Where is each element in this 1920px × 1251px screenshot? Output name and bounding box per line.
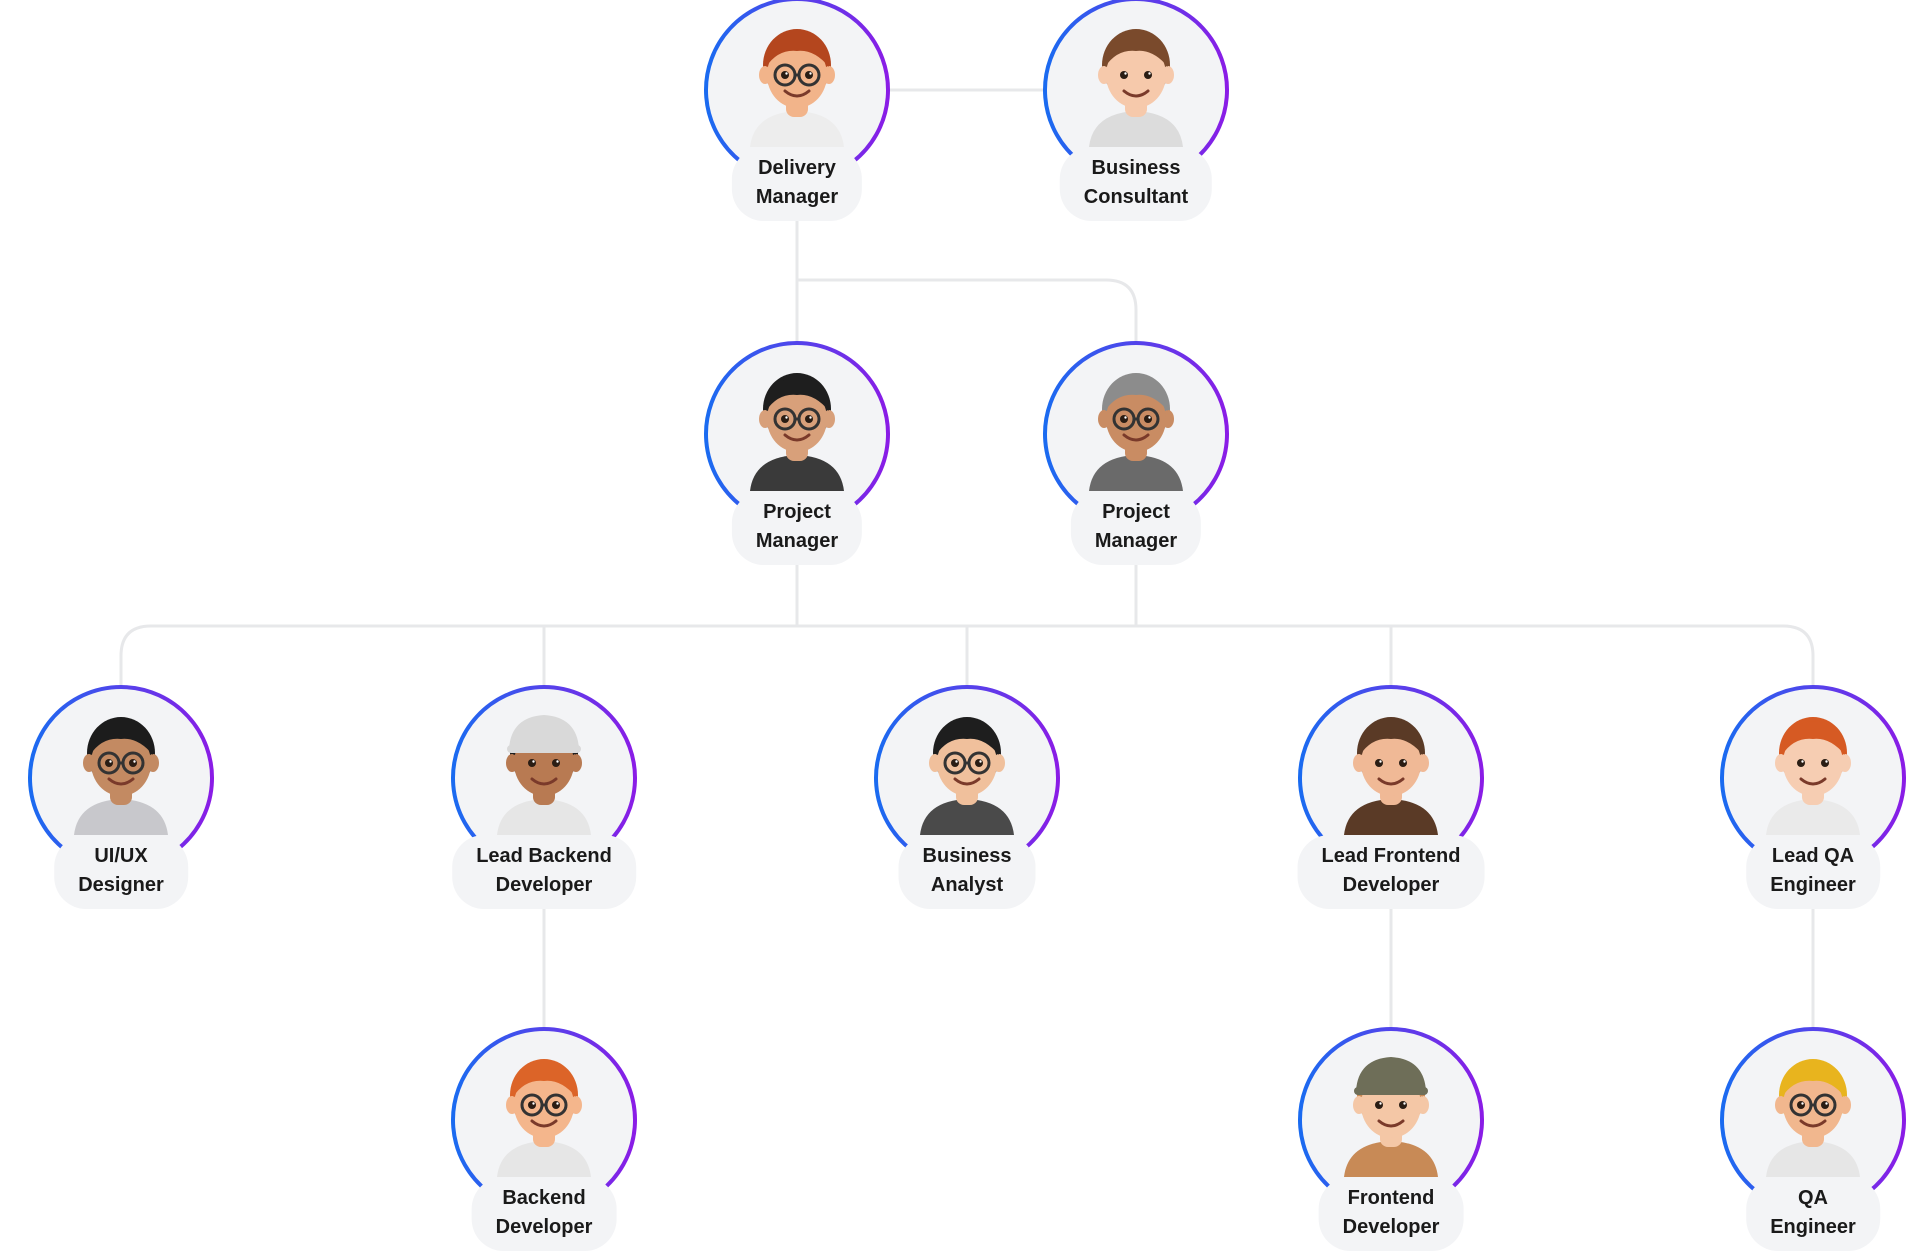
role-label-line-1: Delivery (758, 157, 836, 179)
memoji-bun-laptop-icon (74, 717, 168, 835)
role-label-line-2: Engineer (1770, 874, 1856, 896)
role-label-line-2: Designer (78, 874, 164, 896)
role-label-line-2: Manager (755, 186, 839, 208)
connector-delivery-pm2 (797, 278, 1138, 434)
memoji-cap-long-hair-icon (1344, 1057, 1438, 1177)
role-label-line-1: Backend (502, 1187, 586, 1209)
memoji-red-beard-glasses-thumbs-up-icon (750, 29, 844, 147)
role-label-line-2: Engineer (1770, 1216, 1856, 1238)
memoji-blond-glasses-icon (1766, 1059, 1860, 1177)
memoji-beanie-presenting-icon (497, 715, 591, 835)
role-label-line-1: Project (1102, 501, 1170, 523)
role-label-line-2: Manager (755, 530, 839, 552)
memoji-brunette-heart-hands-icon (1089, 29, 1183, 147)
role-label-line-1: QA (1797, 1187, 1828, 1209)
role-label-line-2: Developer (1342, 1216, 1440, 1238)
org-node-ui-ux-designer[interactable]: UI/UX Designer (26, 683, 216, 909)
role-label-line-1: UI/UX (94, 845, 148, 867)
memoji-beard-peace-sign-icon (920, 717, 1014, 835)
role-label-line-2: Developer (495, 1216, 593, 1238)
role-label-line-2: Manager (1094, 530, 1178, 552)
role-label-line-1: Lead Frontend (1321, 845, 1461, 867)
role-label-line-1: Project (763, 501, 831, 523)
role-label: QA Engineer (1746, 1177, 1880, 1251)
role-label-line-1: Business (1091, 157, 1181, 179)
role-label-line-1: Lead QA (1771, 845, 1855, 867)
memoji-beard-winking-icon (1344, 717, 1438, 835)
role-label-line-2: Developer (1342, 874, 1440, 896)
role-label-line-1: Lead Backend (476, 845, 612, 867)
role-label-line-2: Analyst (930, 874, 1004, 896)
org-node-qa-engineer[interactable]: QA Engineer (1718, 1025, 1908, 1251)
memoji-dark-hair-waving-icon (750, 373, 844, 491)
role-label: UI/UX Designer (54, 835, 188, 909)
role-label-line-2: Consultant (1083, 186, 1189, 208)
role-label: Lead QA Engineer (1746, 835, 1880, 909)
memoji-curly-red-heart-hands-icon (1766, 717, 1860, 835)
role-label-line-1: Frontend (1347, 1187, 1435, 1209)
memoji-grey-hair-glasses-icon (1089, 373, 1183, 491)
memoji-ginger-glasses-smiling-icon (497, 1059, 591, 1177)
role-label-line-1: Business (922, 845, 1012, 867)
org-node-lead-qa-engineer[interactable]: Lead QA Engineer (1718, 683, 1908, 909)
role-label-line-2: Developer (495, 874, 593, 896)
